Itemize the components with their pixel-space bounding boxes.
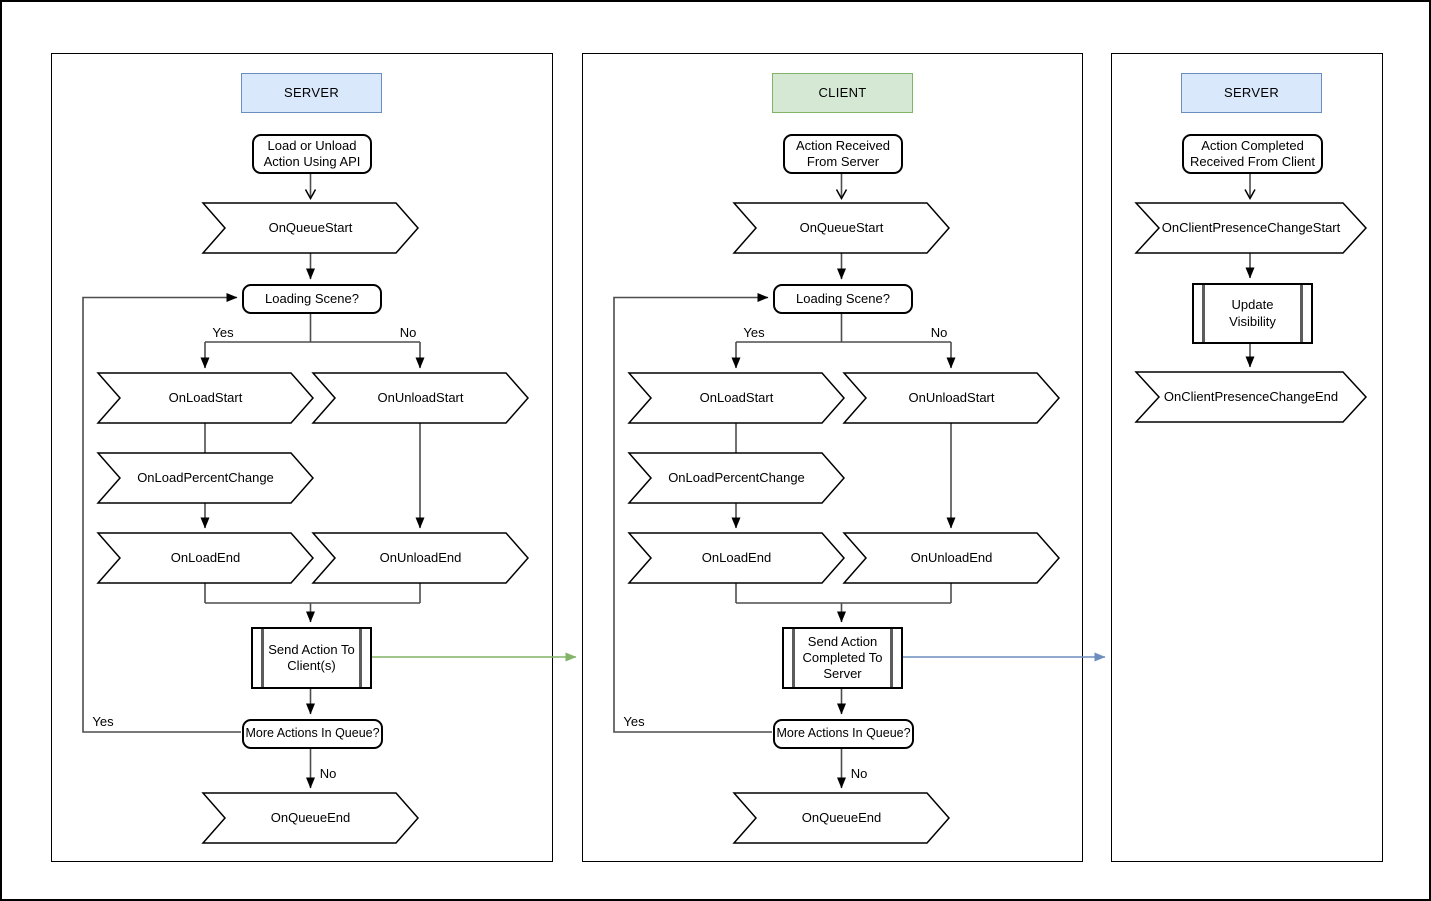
edge-label-no: No (930, 325, 948, 340)
edge-label-yes: Yes (743, 325, 765, 340)
node-send-action-completed: Send Action Completed To Server (782, 627, 903, 689)
node-onloadpercentchange: OnLoadPercentChange (627, 452, 845, 504)
process-bar-right (890, 629, 893, 687)
lane-header-label: SERVER (283, 84, 340, 100)
lane-header-server: SERVER (241, 73, 382, 113)
edge-label-exit-no: No (850, 766, 868, 781)
node-onqueueend: OnQueueEnd (732, 792, 950, 844)
node-onqueuestart: OnQueueStart (201, 202, 419, 254)
node-onqueuestart: OnQueueStart (732, 202, 950, 254)
node-onunloadend: OnUnloadEnd (311, 532, 529, 584)
lane-header-server: SERVER (1181, 73, 1322, 113)
node-send-action-to-clients: Send Action To Client(s) (251, 627, 372, 689)
node-onqueueend: OnQueueEnd (201, 792, 419, 844)
step-shape (201, 792, 419, 844)
node-more-actions-decision: More Actions In Queue? (773, 719, 914, 749)
process-bar-left (1202, 285, 1205, 342)
step-shape (311, 532, 529, 584)
node-onclientpresencechangestart: OnClientPresenceChangeStart (1134, 202, 1368, 254)
node-onloadstart: OnLoadStart (96, 372, 314, 424)
panel-server-queue: SERVER Load or Unload Action Using API O… (51, 53, 553, 862)
node-onunloadstart: OnUnloadStart (842, 372, 1060, 424)
node-onclientpresencechangeend: OnClientPresenceChangeEnd (1134, 371, 1368, 423)
panel-client: CLIENT Action Received From Server OnQue… (582, 53, 1083, 862)
process-bar-left (792, 629, 795, 687)
node-more-actions-decision: More Actions In Queue? (242, 719, 383, 749)
node-loading-scene-decision: Loading Scene? (773, 284, 913, 314)
lane-header-label: CLIENT (818, 84, 867, 100)
edge-label-exit-no: No (319, 766, 337, 781)
process-bar-right (359, 629, 362, 687)
node-onloadend: OnLoadEnd (96, 532, 314, 584)
lane-header-client: CLIENT (772, 73, 913, 113)
lane-header-label: SERVER (1223, 84, 1280, 100)
node-onloadstart: OnLoadStart (627, 372, 845, 424)
node-onunloadstart: OnUnloadStart (311, 372, 529, 424)
step-shape (201, 202, 419, 254)
edge-label-loop-yes: Yes (92, 714, 114, 729)
edge-label-yes: Yes (212, 325, 234, 340)
step-shape (311, 372, 529, 424)
step-shape (732, 202, 950, 254)
step-shape (842, 532, 1060, 584)
step-shape (1134, 371, 1368, 423)
process-bar-left (261, 629, 264, 687)
node-start-load-unload-action: Load or Unload Action Using API (252, 134, 372, 174)
step-shape (842, 372, 1060, 424)
node-start-action-completed-received: Action Completed Received From Client (1182, 134, 1323, 174)
node-start-action-received: Action Received From Server (783, 134, 903, 174)
node-onunloadend: OnUnloadEnd (842, 532, 1060, 584)
node-onloadend: OnLoadEnd (627, 532, 845, 584)
step-shape (732, 792, 950, 844)
process-bar-right (1300, 285, 1303, 342)
edge-label-loop-yes: Yes (623, 714, 645, 729)
node-onloadpercentchange: OnLoadPercentChange (96, 452, 314, 504)
step-shape (1134, 202, 1368, 254)
node-update-visibility: Update Visibility (1192, 283, 1313, 344)
edge-label-no: No (399, 325, 417, 340)
panel-server-presence: SERVER Action Completed Received From Cl… (1111, 53, 1383, 862)
node-loading-scene-decision: Loading Scene? (242, 284, 382, 314)
